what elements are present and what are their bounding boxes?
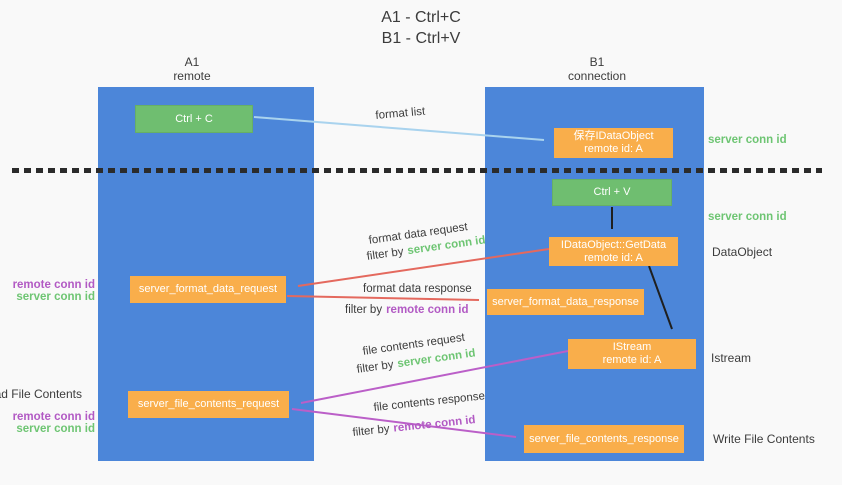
node-ctrl-v: Ctrl + V [552,179,672,206]
lane-b-header: B1 connection [527,55,667,83]
node-ctrl-v-label: Ctrl + V [593,186,631,198]
node-istream-line2: remote id: A [602,354,662,366]
node-save-idataobject: 保存IDataObject remote id: A [554,128,673,158]
lane-b-title: B1 [589,55,605,69]
node-server-file-contents-response-label: server_file_contents_response [529,432,679,445]
title-line-1: A1 - Ctrl+C [381,9,461,26]
remote-conn-id-text: remote conn id [386,304,469,316]
node-istream: IStream remote id: A [568,339,696,369]
node-ctrl-c-label: Ctrl + C [175,112,213,125]
edge-label-file-contents-response: file contents response [373,390,486,414]
node-idataobject-getdata-line1: IDataObject::GetData [560,238,667,251]
node-save-idataobject-line1: 保存IDataObject [573,130,654,142]
lane-a-subtitle: remote [173,69,211,83]
filter-by-text: filter by [352,423,391,439]
node-server-format-data-response: server_format_data_response [487,289,644,315]
lane-a-header: A1 remote [122,55,262,83]
title-line-2: B1 - Ctrl+V [381,30,461,47]
remote-conn-id-text: remote conn id [392,414,477,435]
node-idataobject-getdata-line2: remote id: A [584,251,643,264]
arrow-format-data-response [286,295,480,301]
node-server-file-contents-response: server_file_contents_response [524,425,684,453]
node-idataobject-getdata: IDataObject::GetData remote id: A [549,237,678,266]
edge-label-format-list: format list [375,105,426,122]
filter-by-text: filter by [345,304,383,316]
side-label-istream: Istream [711,351,752,365]
side-label-remote-conn-id-left-top: remote conn id [12,279,95,291]
side-label-read-file-contents: Read File Contents [0,387,82,401]
edge-label-format-data-response: format data response [363,283,472,295]
node-server-format-data-request-label: server_format_data_request [138,283,278,295]
side-label-server-conn-id-top: server conn id [708,134,787,146]
node-server-format-data-response-label: server_format_data_response [492,295,639,308]
side-label-server-conn-id-left-bottom: server conn id [16,423,95,435]
side-label-server-conn-id-left-top: server conn id [16,291,95,303]
diagram-title: A1 - Ctrl+C B1 - Ctrl+V [0,7,842,49]
node-server-file-contents-request-label: server_file_contents_request [137,398,280,410]
side-label-server-conn-id-mid: server conn id [708,211,787,223]
node-server-format-data-request: server_format_data_request [130,276,286,303]
lane-a-title: A1 [184,55,200,69]
filter-by-text: filter by [356,358,395,376]
side-label-dataobject: DataObject [712,245,773,259]
node-ctrl-c: Ctrl + C [135,105,253,133]
node-save-idataobject-line2: remote id: A [584,143,643,155]
dotted-separator [12,168,822,173]
filter-by-text: filter by [366,245,405,263]
side-label-write-file-contents: Write File Contents [713,432,815,446]
node-istream-line1: IStream [612,341,652,353]
node-server-file-contents-request: server_file_contents_request [128,391,289,418]
lane-b-subtitle: connection [567,69,627,83]
side-label-remote-conn-id-left-bottom: remote conn id [12,411,95,423]
